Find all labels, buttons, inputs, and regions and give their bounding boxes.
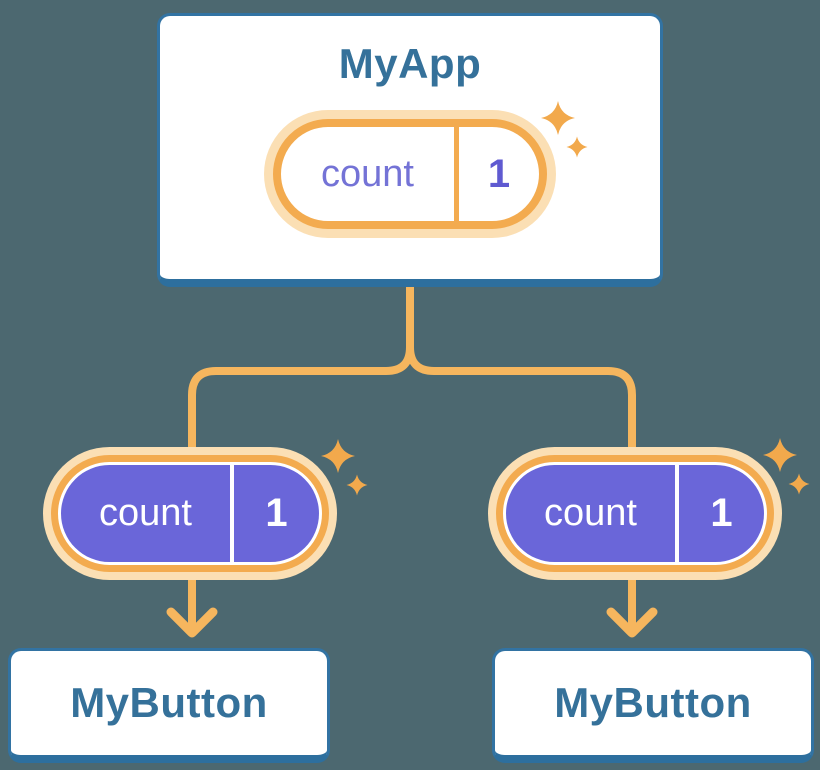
component-title: MyApp bbox=[338, 40, 482, 87]
component-card-mybutton-right: MyButton bbox=[492, 648, 814, 763]
state-pill-ring: count 1 bbox=[51, 455, 329, 572]
state-name: count bbox=[321, 152, 414, 195]
state-pill-ring: count 1 bbox=[273, 119, 547, 229]
component-card-mybutton-left: MyButton bbox=[8, 648, 330, 763]
branch-left-line bbox=[188, 281, 414, 456]
state-value: 1 bbox=[710, 491, 733, 535]
state-value-cell: 1 bbox=[454, 127, 539, 221]
branch-right-line bbox=[406, 281, 636, 456]
state-value: 1 bbox=[265, 491, 288, 535]
state-name-cell: count bbox=[506, 465, 675, 562]
state-pill-root: count 1 bbox=[264, 110, 556, 238]
sparkle-icon bbox=[541, 101, 588, 158]
state-value-cell: 1 bbox=[230, 465, 319, 562]
state-pill-body: count 1 bbox=[61, 465, 319, 562]
state-pill-child-left: count 1 bbox=[43, 447, 337, 580]
component-title: MyButton bbox=[554, 679, 752, 726]
sparkle-icon bbox=[763, 438, 810, 495]
component-title: MyButton bbox=[70, 679, 268, 726]
state-value: 1 bbox=[487, 151, 511, 196]
state-value-cell: 1 bbox=[675, 465, 764, 562]
state-pill-body: count 1 bbox=[281, 127, 539, 221]
state-pill-ring: count 1 bbox=[496, 455, 774, 572]
state-name: count bbox=[544, 492, 637, 534]
state-pill-body: count 1 bbox=[506, 465, 764, 562]
state-pill-child-right: count 1 bbox=[488, 447, 782, 580]
state-name-cell: count bbox=[61, 465, 230, 562]
state-name: count bbox=[99, 492, 192, 534]
state-name-cell: count bbox=[281, 127, 454, 221]
sparkle-icon bbox=[321, 439, 368, 496]
